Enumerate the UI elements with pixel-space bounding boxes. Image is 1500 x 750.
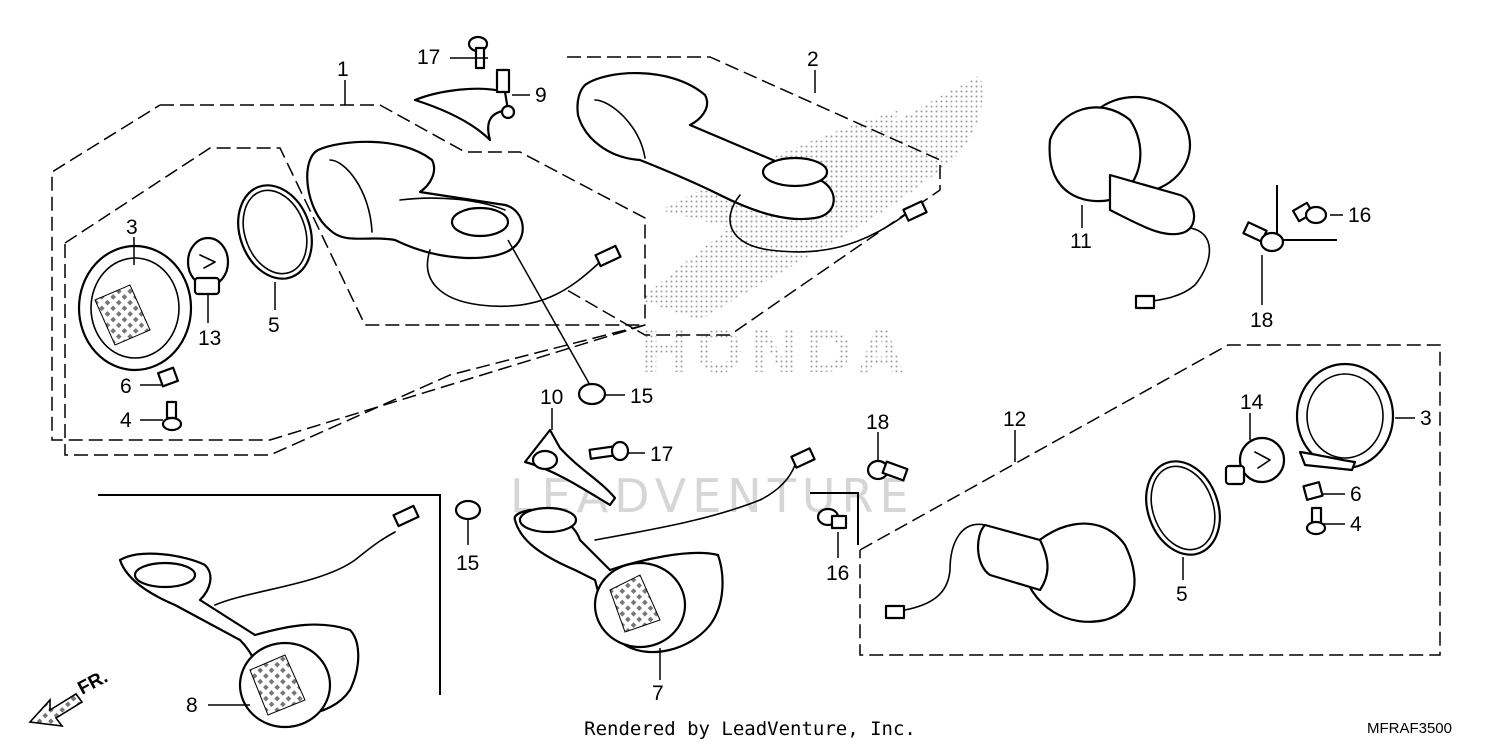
- callout-18-top: 18: [1250, 309, 1273, 332]
- callout-4-left: 4: [120, 409, 132, 432]
- footer-credit: Rendered by LeadVenture, Inc.: [584, 718, 916, 740]
- callout-13: 13: [198, 327, 221, 350]
- callout-11: 11: [1070, 230, 1092, 253]
- grommet-15-upper: [577, 382, 607, 406]
- turn-signal-assembly-8: [118, 504, 420, 729]
- grommet-15-lower: [454, 499, 482, 521]
- callout-5-left: 5: [268, 314, 280, 337]
- turn-signal-housing-12: [884, 522, 1136, 623]
- callout-12: 12: [1003, 408, 1026, 431]
- callout-16-top: 16: [1348, 204, 1371, 227]
- turn-signal-housing-front: [306, 140, 622, 307]
- callout-16-middle: 16: [826, 562, 849, 585]
- callout-2: 2: [807, 48, 819, 71]
- bolt-16-middle: [816, 507, 848, 530]
- frame-bracket-left: [98, 494, 441, 695]
- turn-signal-housing-11: [1048, 95, 1211, 310]
- group-frame-right: [859, 344, 1441, 656]
- drawing-code: MFRAF3500: [1366, 720, 1452, 737]
- honda-watermark-text: HONDA: [640, 318, 909, 386]
- screw-4-right: [1305, 506, 1327, 536]
- bulb-13: [186, 236, 230, 296]
- callout-3-left: 3: [126, 216, 138, 239]
- group-frame-left: [51, 104, 646, 456]
- lens-rear-right: [1295, 362, 1395, 472]
- screw-17-top: [467, 35, 489, 70]
- bracket-10: [523, 428, 617, 507]
- callout-8: 8: [186, 694, 198, 717]
- callout-17-lower: 17: [650, 443, 673, 466]
- callout-10: 10: [540, 386, 563, 409]
- callout-6-left: 6: [120, 375, 132, 398]
- bolt-18-lower: [866, 459, 909, 482]
- screw-4-left: [161, 400, 183, 432]
- bolt-18-top: [1242, 221, 1285, 253]
- nut-6-right: [1302, 481, 1324, 501]
- callout-15-upper: 15: [630, 385, 653, 408]
- callout-1: 1: [337, 58, 349, 81]
- callout-17-top: 17: [417, 46, 440, 69]
- frame-bracket-bolt: [810, 492, 859, 545]
- callout-5-right: 5: [1176, 583, 1188, 606]
- lens-front-left: [77, 244, 193, 372]
- screw-17-lower: [588, 440, 630, 462]
- callout-4-right: 4: [1350, 513, 1362, 536]
- callout-9: 9: [535, 84, 547, 107]
- bolt-16-top: [1291, 201, 1328, 225]
- front-marker-label: FR.: [74, 667, 111, 700]
- bulb-14: [1224, 436, 1286, 486]
- callout-6-right: 6: [1350, 483, 1362, 506]
- gasket-left: [237, 184, 313, 280]
- clamp-hole: [450, 206, 510, 238]
- callout-14: 14: [1240, 391, 1264, 414]
- callout-15-lower: 15: [456, 552, 479, 575]
- turn-signal-assembly-7: [513, 447, 816, 654]
- leader-lines: [133, 57, 1415, 706]
- callout-3-right: 3: [1420, 407, 1432, 430]
- turn-signal-housing-rear: [576, 72, 928, 253]
- callout-18-lower: 18: [866, 411, 889, 434]
- nut-6-left: [156, 366, 180, 388]
- group-frame-upper-right: [566, 56, 941, 336]
- connector: [594, 244, 622, 268]
- gasket-right: [1145, 460, 1221, 556]
- callout-7: 7: [652, 682, 664, 705]
- bracket-9: [413, 68, 516, 142]
